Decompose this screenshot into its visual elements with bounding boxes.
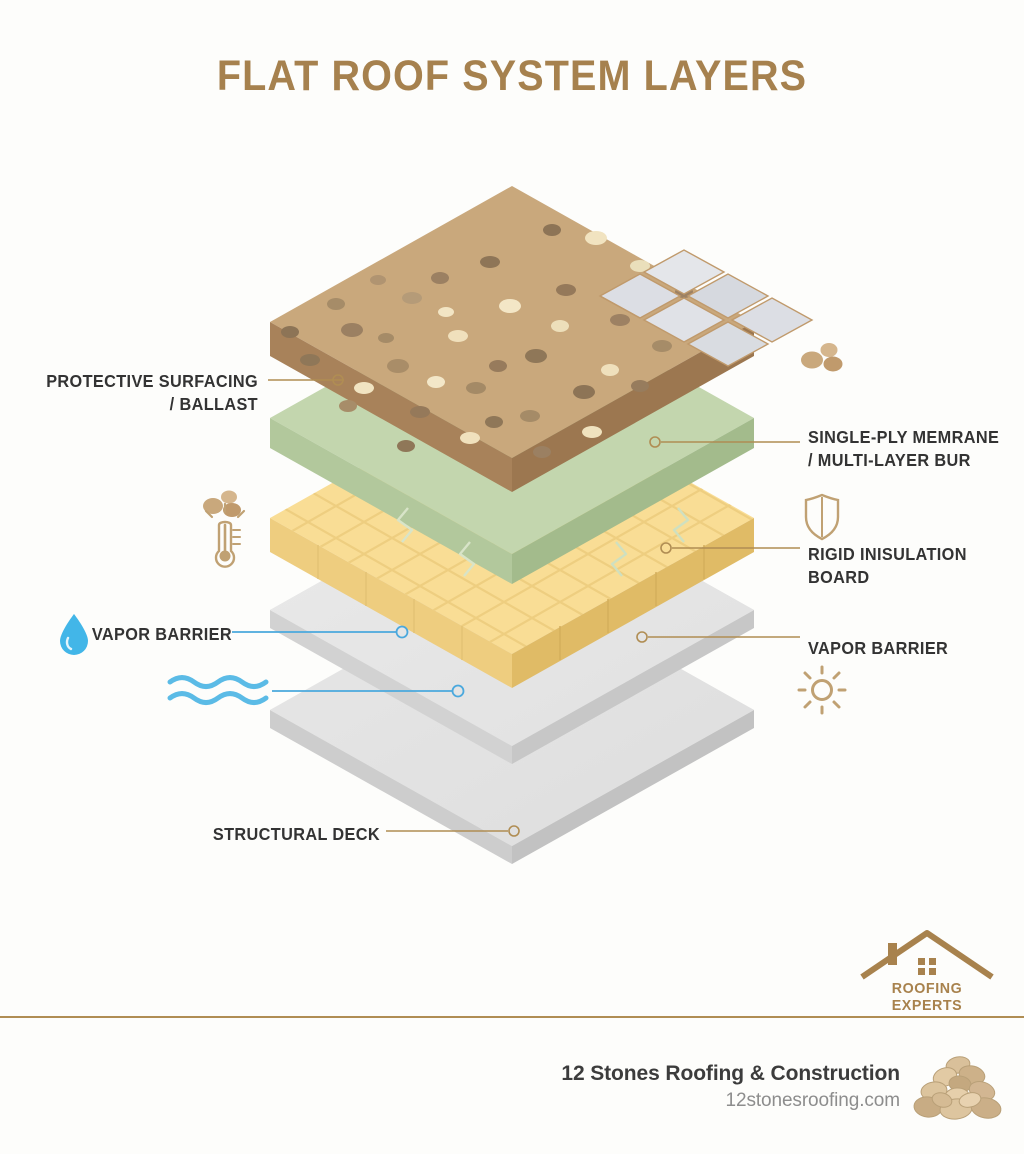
label-line: / BALLAST <box>169 394 258 415</box>
exploded-roof-diagram <box>60 186 847 864</box>
logo-window-grid <box>918 958 936 975</box>
leader-insulation <box>660 542 800 554</box>
thermometer-icon <box>204 502 246 568</box>
logo-text: ROOFING EXPERTS <box>891 980 963 1014</box>
label-line: STRUCTURAL DECK <box>212 824 380 844</box>
stone-pile-image <box>913 1056 1002 1120</box>
label-protective-surfacing: PROTECTIVE SURFACING / BALLAST <box>18 370 258 416</box>
label-vapor-barrier-left: VAPOR BARRIER <box>16 623 232 646</box>
roofing-experts-logo <box>860 930 994 980</box>
shield-icon <box>804 493 840 541</box>
label-line: PROTECTIVE SURFACING <box>46 371 258 391</box>
company-name: 12 Stones Roofing & Construction <box>561 1062 900 1085</box>
page-title: FLAT ROOF SYSTEM LAYERS <box>216 52 808 100</box>
footer-divider <box>0 1016 1024 1018</box>
label-line: RIGID INISULATION <box>808 544 967 564</box>
leader-vapor-right <box>636 631 800 643</box>
label-rigid-insulation: RIGID INISULATION BOARD <box>808 543 1009 589</box>
label-line: VAPOR BARRIER <box>808 638 949 658</box>
label-line: / MULTI-LAYER BUR <box>808 450 971 471</box>
label-line: VAPOR BARRIER <box>91 624 232 644</box>
leader-structural-deck <box>386 825 520 837</box>
ballast-paver-tiles <box>598 249 814 367</box>
sun-icon <box>797 665 847 715</box>
leader-vapor-left <box>232 625 409 639</box>
leader-waves <box>272 684 465 698</box>
layer-ballast <box>270 186 814 492</box>
label-single-ply-membrane: SINGLE-PLY MEMRANE / MULTI-LAYER BUR <box>808 426 1009 472</box>
waves-icon <box>167 675 269 705</box>
water-drop-icon <box>60 614 88 655</box>
label-vapor-barrier-right: VAPOR BARRIER <box>808 637 1009 660</box>
label-structural-deck: STRUCTURAL DECK <box>27 823 380 846</box>
company-website: 12stonesroofing.com <box>725 1090 901 1111</box>
ballast-pebbles <box>281 224 693 458</box>
pebbles-icon <box>801 343 843 372</box>
label-line: SINGLE-PLY MEMRANE <box>808 427 1000 447</box>
leader-membrane <box>649 436 800 448</box>
pebbles-icon <box>203 490 241 517</box>
leader-ballast <box>268 374 344 386</box>
label-line: BOARD <box>808 567 870 588</box>
